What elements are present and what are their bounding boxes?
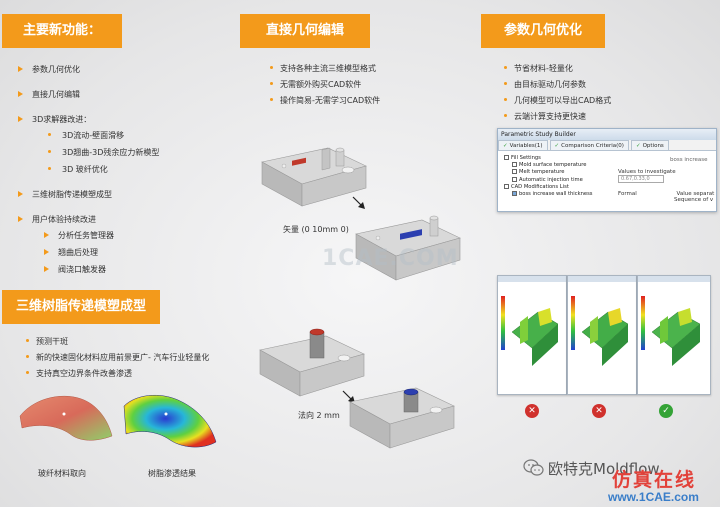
tree-node-melt-temp[interactable]: Melt temperature	[504, 169, 593, 176]
rtm-bullet: 支持真空边界条件改善渗透	[24, 368, 264, 379]
thumbnail-titlebar	[568, 276, 636, 282]
tree-node-cad[interactable]: CAD Modifications List	[504, 183, 593, 191]
tab-options[interactable]: ✓Options	[630, 140, 669, 150]
result-plot-image	[571, 296, 629, 366]
checkbox[interactable]	[504, 183, 509, 189]
cad-part-after-image	[355, 215, 461, 281]
param-opt-title-tab: 参数几何优化	[481, 14, 605, 48]
check-icon: ✓	[635, 143, 641, 149]
thumbnail-titlebar	[638, 276, 710, 282]
dialog-title: Parametric Study Builder	[498, 129, 716, 140]
geometry-edit-bullet: 支持各种主流三维模型格式	[268, 63, 468, 74]
geometry-edit-list: 支持各种主流三维模型格式 无需额外购买CAD软件 操作简易-无需学习CAD软件	[268, 63, 468, 111]
tab-comparison-criteria[interactable]: ✓Comparison Criteria(0)	[549, 140, 629, 150]
param-opt-bullet: 节省材料-轻量化	[502, 63, 712, 74]
feature-item: 3D求解器改进：	[18, 114, 218, 125]
tree-label: boss increase wall thickness	[519, 191, 593, 198]
tree-node-boss[interactable]: boss increase wall thickness	[504, 191, 593, 198]
feature-subitem: 翘曲后处理	[18, 247, 218, 258]
tree-label: Mold surface temperature	[519, 162, 587, 169]
resin-permeation-image	[123, 394, 217, 448]
feature-subitem: 阀浇口触发器	[18, 264, 218, 275]
feature-subitem: 分析任务管理器	[18, 230, 218, 241]
check-icon: ✓	[503, 143, 508, 149]
feature-item: 三维树脂传递模塑成型	[18, 189, 218, 200]
rtm-title-tab: 三维树脂传递模塑成型	[2, 290, 160, 324]
geometry-edit-title-tab: 直接几何编辑	[240, 14, 370, 48]
tab-label: Comparison Criteria(0)	[561, 143, 624, 149]
feature-item: 直接几何编辑	[18, 89, 218, 100]
tree-node-fill[interactable]: Fill Settings	[504, 155, 593, 162]
param-opt-bullet: 云端计算支持更快速	[502, 111, 712, 122]
cad-part-boss-after-image	[349, 387, 455, 449]
fiber-orientation-image	[19, 395, 113, 441]
normal-caption: 法向 2 mm	[298, 411, 340, 420]
fail-mark-icon: ✕	[525, 404, 539, 418]
sequence-value: Sequence of v	[674, 197, 714, 203]
watermark-text: 1CAE.COM	[322, 246, 459, 271]
formal-label: Formal	[618, 191, 637, 197]
features-list: 参数几何优化 直接几何编辑 3D求解器改进： 3D流动-壁面滑移 3D翘曲-3D…	[18, 64, 218, 275]
tree-label: CAD Modifications List	[511, 183, 569, 190]
fail-mark-icon: ✕	[592, 404, 606, 418]
checkbox[interactable]	[512, 191, 517, 197]
tab-label: Variables(1)	[509, 143, 543, 149]
feature-item: 用户体验持续改进	[18, 214, 218, 225]
features-title-tab: 主要新功能：	[2, 14, 122, 48]
arrow-icon	[352, 196, 365, 209]
brand-text: 欧特克Moldflow	[548, 460, 660, 478]
result-plot-image	[641, 296, 701, 366]
tree-node-injection-time[interactable]: Automatic injection time	[504, 176, 593, 184]
result-thumbnail-3	[637, 275, 711, 395]
param-opt-bullet: 由目标驱动几何参数	[502, 79, 712, 90]
result-thumbnail-2	[567, 275, 637, 395]
feature-subitem: 3D流动-壁面滑移	[18, 130, 218, 141]
checkbox[interactable]	[512, 162, 517, 168]
check-icon: ✓	[554, 143, 560, 149]
vector-caption: 矢量 (0 10mm 0)	[283, 225, 349, 234]
checkbox[interactable]	[504, 155, 509, 160]
site-name-cn: 仿真在线	[612, 469, 697, 491]
wechat-icon	[523, 459, 544, 476]
tree-label: Automatic injection time	[519, 176, 583, 183]
resin-permeation-caption: 树脂渗透结果	[148, 469, 196, 478]
cad-part-boss-before-image	[259, 328, 365, 397]
param-opt-bullet: 几何模型可以导出CAD格式	[502, 95, 712, 106]
rtm-bullet: 新的快速固化材料应用前景更广- 汽车行业轻量化	[24, 352, 264, 363]
result-plot-image	[501, 296, 559, 366]
rtm-list: 预测干斑 新的快速固化材料应用前景更广- 汽车行业轻量化 支持真空边界条件改善渗…	[24, 336, 264, 384]
rtm-bullet: 预测干斑	[24, 336, 264, 347]
tree-node-mold-temp[interactable]: Mold surface temperature	[504, 162, 593, 169]
site-url: www.1CAE.com	[608, 490, 699, 504]
feature-subitem: 3D翘曲-3D残余应力新模型	[18, 147, 218, 158]
formal-value: Value separat	[676, 191, 715, 197]
parametric-study-dialog: Parametric Study Builder ✓Variables(1) ✓…	[497, 128, 717, 212]
tree-label: Melt temperature	[519, 169, 565, 176]
dialog-right-panel: boss increase Values to investigate 0.67…	[618, 157, 716, 203]
thumbnail-titlebar	[498, 276, 566, 282]
result-thumbnail-1	[497, 275, 567, 395]
values-label: Values to investigate	[618, 169, 676, 175]
checkbox[interactable]	[512, 176, 517, 182]
feature-item: 参数几何优化	[18, 64, 218, 75]
variable-name: boss increase	[670, 157, 708, 163]
fiber-orientation-caption: 玻纤材料取向	[38, 469, 86, 478]
checkbox[interactable]	[512, 169, 517, 175]
feature-subitem: 3D 玻纤优化	[18, 164, 218, 175]
geometry-edit-bullet: 操作简易-无需学习CAD软件	[268, 95, 468, 106]
variable-tree: Fill Settings Mold surface temperature M…	[504, 155, 593, 198]
values-input[interactable]: 0.67,0.33,0	[618, 175, 664, 183]
tab-label: Options	[642, 143, 664, 149]
tree-label: Fill Settings	[511, 155, 541, 161]
param-opt-list: 节省材料-轻量化 由目标驱动几何参数 几何模型可以导出CAD格式 云端计算支持更…	[502, 63, 712, 127]
geometry-edit-bullet: 无需额外购买CAD软件	[268, 79, 468, 90]
dialog-tab-bar: ✓Variables(1) ✓Comparison Criteria(0) ✓O…	[498, 140, 716, 151]
tab-variables[interactable]: ✓Variables(1)	[498, 140, 548, 150]
cad-part-before-image	[261, 147, 367, 207]
pass-mark-icon: ✓	[659, 404, 673, 418]
